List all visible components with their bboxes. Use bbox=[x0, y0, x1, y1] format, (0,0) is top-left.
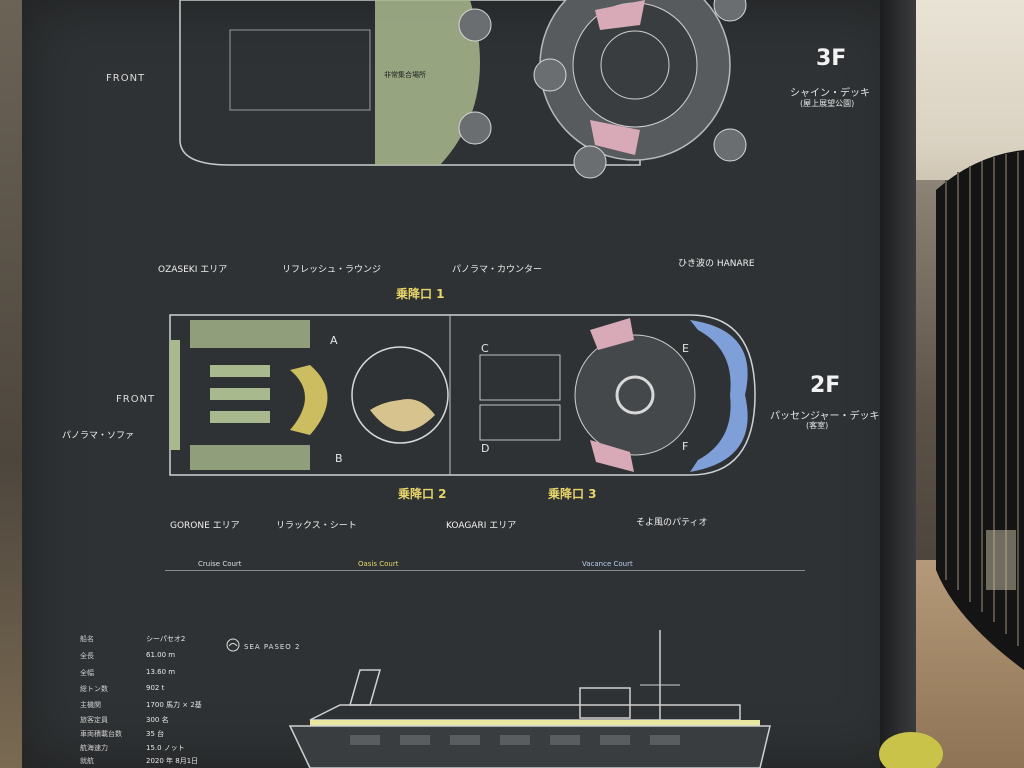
gate-1-label: 乗降口 1 bbox=[396, 287, 445, 301]
gate-3-label: 乗降口 3 bbox=[548, 487, 597, 501]
spec-value: 902 t bbox=[146, 684, 165, 692]
spec-key: 全幅 bbox=[80, 669, 94, 677]
spec-key: 車両積載台数 bbox=[80, 730, 122, 738]
deck3-number: 3F bbox=[816, 46, 847, 71]
door-c-label: C bbox=[481, 342, 489, 355]
area-koagari: KOAGARI エリア bbox=[446, 521, 517, 531]
deck3-name: シャイン・デッキ bbox=[790, 88, 870, 99]
door-b-label: B bbox=[335, 452, 343, 465]
spec-value: 1700 馬力 × 2基 bbox=[146, 701, 202, 709]
spec-key: 航海速力 bbox=[80, 744, 108, 752]
spec-key: 総トン数 bbox=[80, 685, 108, 693]
spec-key: 船名 bbox=[80, 635, 94, 643]
spec-value: 15.0 ノット bbox=[146, 744, 185, 752]
door-d-label: D bbox=[481, 442, 490, 455]
area-panorama-sofa: パノラマ・ソファ bbox=[62, 431, 135, 441]
railing-structure bbox=[936, 150, 1024, 670]
area-relax-seat: リラックス・シート bbox=[276, 521, 357, 531]
deck2-subtitle: (客室) bbox=[806, 421, 829, 430]
spec-value: 61.00 m bbox=[146, 651, 176, 659]
deck3-subtitle: (屋上展望公園) bbox=[800, 99, 855, 108]
spec-value: 2020 年 8月1日 bbox=[146, 757, 199, 765]
spec-value: 300 名 bbox=[146, 716, 169, 724]
spec-key: 就航 bbox=[80, 757, 94, 765]
area-refresh-lounge: リフレッシュ・ラウンジ bbox=[282, 265, 382, 275]
gate-2-label: 乗降口 2 bbox=[398, 487, 447, 501]
door-e-label: E bbox=[682, 342, 689, 355]
area-hikinami-hanare: ひき波の HANARE bbox=[678, 259, 755, 269]
sea-paseo-logo-icon bbox=[226, 638, 240, 652]
deck2-front-label: FRONT bbox=[116, 394, 156, 405]
logo-text: SEA PASEO 2 bbox=[244, 643, 301, 651]
deck3-muster-label: 非常集合場所 bbox=[384, 71, 426, 79]
spec-value: シーパセオ2 bbox=[146, 635, 186, 643]
spec-value: 35 台 bbox=[146, 730, 165, 738]
door-f-label: F bbox=[682, 440, 689, 453]
area-gorone: GORONE エリア bbox=[170, 521, 240, 531]
deck2-number: 2F bbox=[810, 373, 841, 398]
spec-key: 主機関 bbox=[80, 701, 101, 709]
court-cruise: Cruise Court bbox=[198, 560, 242, 568]
spec-key: 全長 bbox=[80, 652, 94, 660]
area-panorama-counter: パノラマ・カウンター bbox=[452, 265, 543, 275]
spec-value: 13.60 m bbox=[146, 668, 176, 676]
court-legend-line bbox=[165, 570, 805, 571]
deck3-front-label: FRONT bbox=[106, 73, 146, 84]
left-room-background bbox=[0, 0, 22, 768]
court-oasis: Oasis Court bbox=[358, 560, 399, 568]
board-edge-pillar bbox=[880, 0, 916, 768]
deck2-name: パッセンジャー・デッキ bbox=[770, 411, 880, 422]
area-ozaseki: OZASEKI エリア bbox=[158, 265, 228, 275]
spec-key: 旅客定員 bbox=[80, 716, 108, 724]
court-vacance: Vacance Court bbox=[582, 560, 633, 568]
deck2-plan bbox=[169, 314, 756, 476]
deck3-plan bbox=[179, 0, 747, 179]
area-soyokaze-patio: そよ風のパティオ bbox=[636, 518, 708, 528]
ship-profile bbox=[288, 630, 771, 768]
door-a-label: A bbox=[330, 334, 338, 347]
yellow-stool bbox=[879, 732, 943, 768]
